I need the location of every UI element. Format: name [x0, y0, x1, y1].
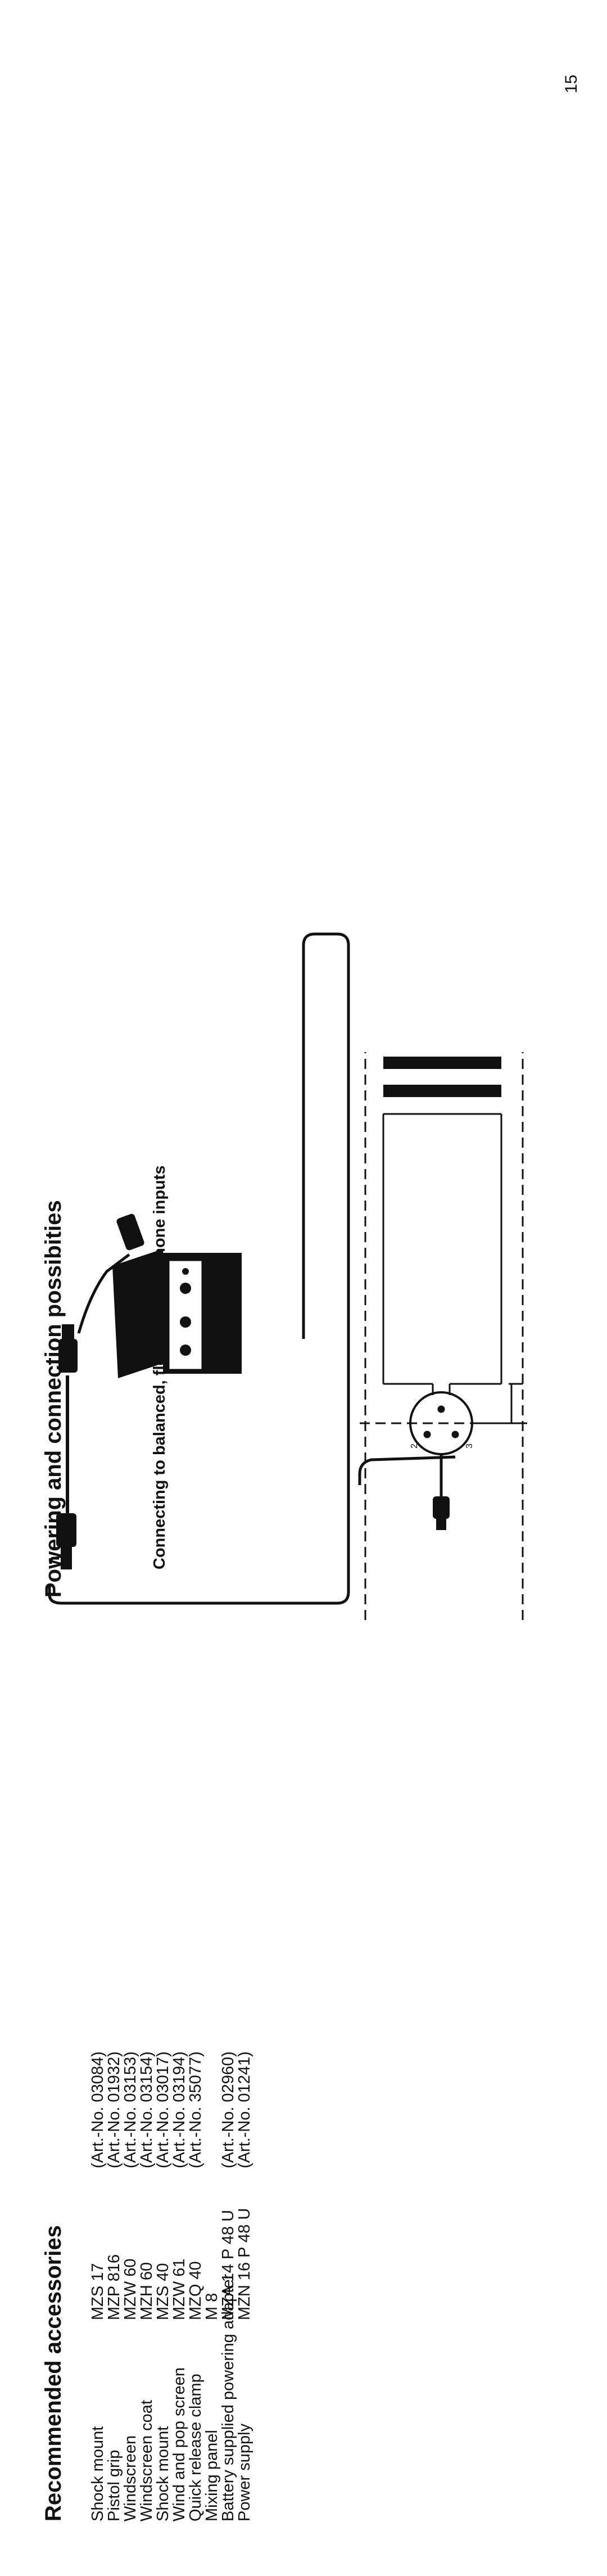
xlr-plug-icon [56, 1213, 450, 1569]
cable [48, 932, 456, 1605]
pin2-label: 2 [410, 1443, 419, 1449]
mixer-input-panel: 2 3 [360, 1052, 528, 1620]
pin3-label: 3 [465, 1443, 474, 1449]
powering-adapter-icon [112, 1249, 242, 1378]
